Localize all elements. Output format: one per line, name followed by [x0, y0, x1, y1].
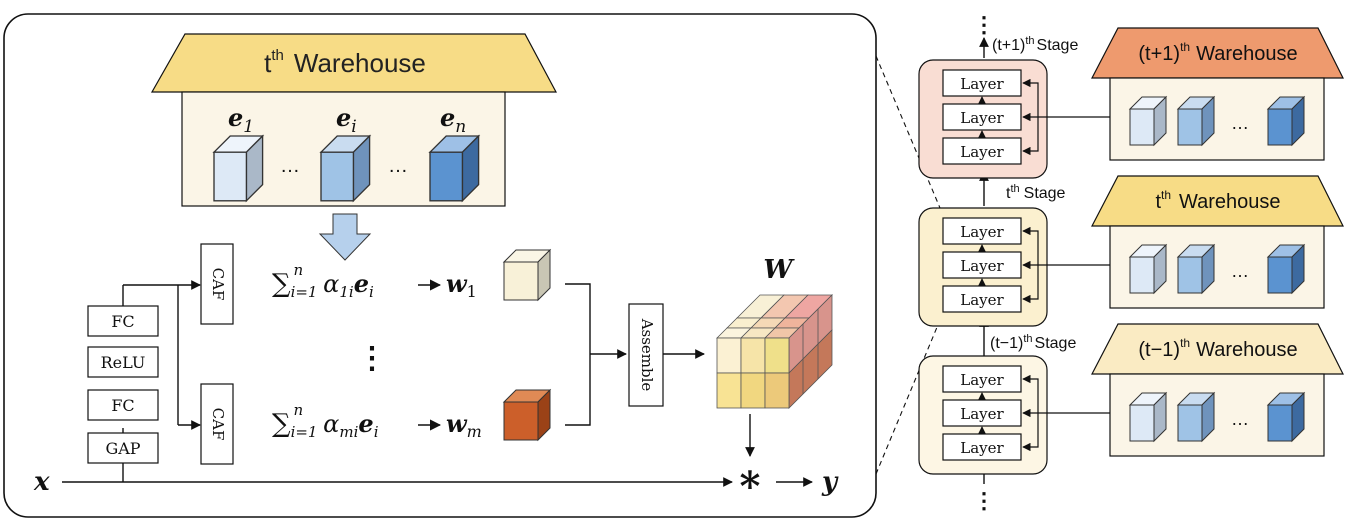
svg-text:Assemble: Assemble	[638, 318, 656, 392]
stage-dots-bottom: ⋮	[973, 488, 995, 514]
gap-box	[87, 432, 159, 464]
warehouse-roof	[150, 33, 558, 93]
input-x-label: x	[33, 467, 50, 497]
stage-dots-top: ⋮	[973, 12, 995, 38]
svg-text:Layer: Layer	[960, 291, 1004, 309]
expert-cube-1	[213, 135, 264, 202]
svg-text:CAF: CAF	[209, 408, 227, 441]
assembled-weight-cube	[716, 294, 833, 409]
zoom-line-top	[875, 55, 941, 209]
w1-cube	[502, 248, 552, 302]
svg-text:Layer: Layer	[960, 143, 1004, 161]
stage-t: Layer Layer Layer	[918, 207, 1110, 327]
relu-box	[87, 346, 159, 378]
expert-cube-n	[429, 135, 480, 202]
expert-dots-1: …	[280, 155, 300, 177]
svg-text:Layer: Layer	[960, 439, 1004, 457]
svg-text:CAF: CAF	[209, 268, 227, 301]
svg-text:GAP: GAP	[105, 439, 140, 458]
zoom-line-bottom	[875, 319, 941, 475]
w1-label: w1	[446, 269, 477, 301]
svg-text:Layer: Layer	[960, 75, 1004, 93]
stage-t-plus-1: Layer Layer Layer	[918, 59, 1110, 179]
expert-cube-i	[320, 135, 371, 202]
expert-dots-2: …	[388, 155, 408, 177]
svg-text:Layer: Layer	[960, 223, 1004, 241]
gate-stack: GAP FC ReLU FC	[87, 280, 201, 482]
caf-box-bottom	[200, 383, 234, 465]
svg-text:…: …	[1231, 113, 1249, 133]
wm-label: wm	[446, 409, 482, 441]
down-arrow-icon	[318, 213, 372, 261]
svg-text:FC: FC	[111, 396, 134, 415]
fc-box-lower	[87, 389, 159, 421]
svg-text:Layer: Layer	[960, 257, 1004, 275]
svg-text:…: …	[1231, 409, 1249, 429]
svg-text:Layer: Layer	[960, 371, 1004, 389]
svg-text:Layer: Layer	[960, 405, 1004, 423]
svg-text:ReLU: ReLU	[101, 353, 146, 372]
svg-text:Layer: Layer	[960, 109, 1004, 127]
assemble-box	[628, 303, 664, 407]
weight-w-label: W	[763, 255, 795, 285]
wm-cube	[502, 388, 552, 442]
stage-t-minus-1: Layer Layer Layer	[918, 355, 1110, 475]
vertical-ellipsis: ⋮	[357, 341, 387, 376]
expert-label-1: e1	[228, 103, 254, 137]
caf-box-top	[200, 243, 234, 325]
expert-label-i: ei	[336, 103, 357, 137]
convolution-symbol: *	[740, 463, 761, 510]
svg-text:…: …	[1231, 261, 1249, 281]
output-y-label: y	[821, 467, 839, 497]
expert-label-n: en	[440, 103, 466, 137]
svg-text:FC: FC	[111, 312, 134, 331]
